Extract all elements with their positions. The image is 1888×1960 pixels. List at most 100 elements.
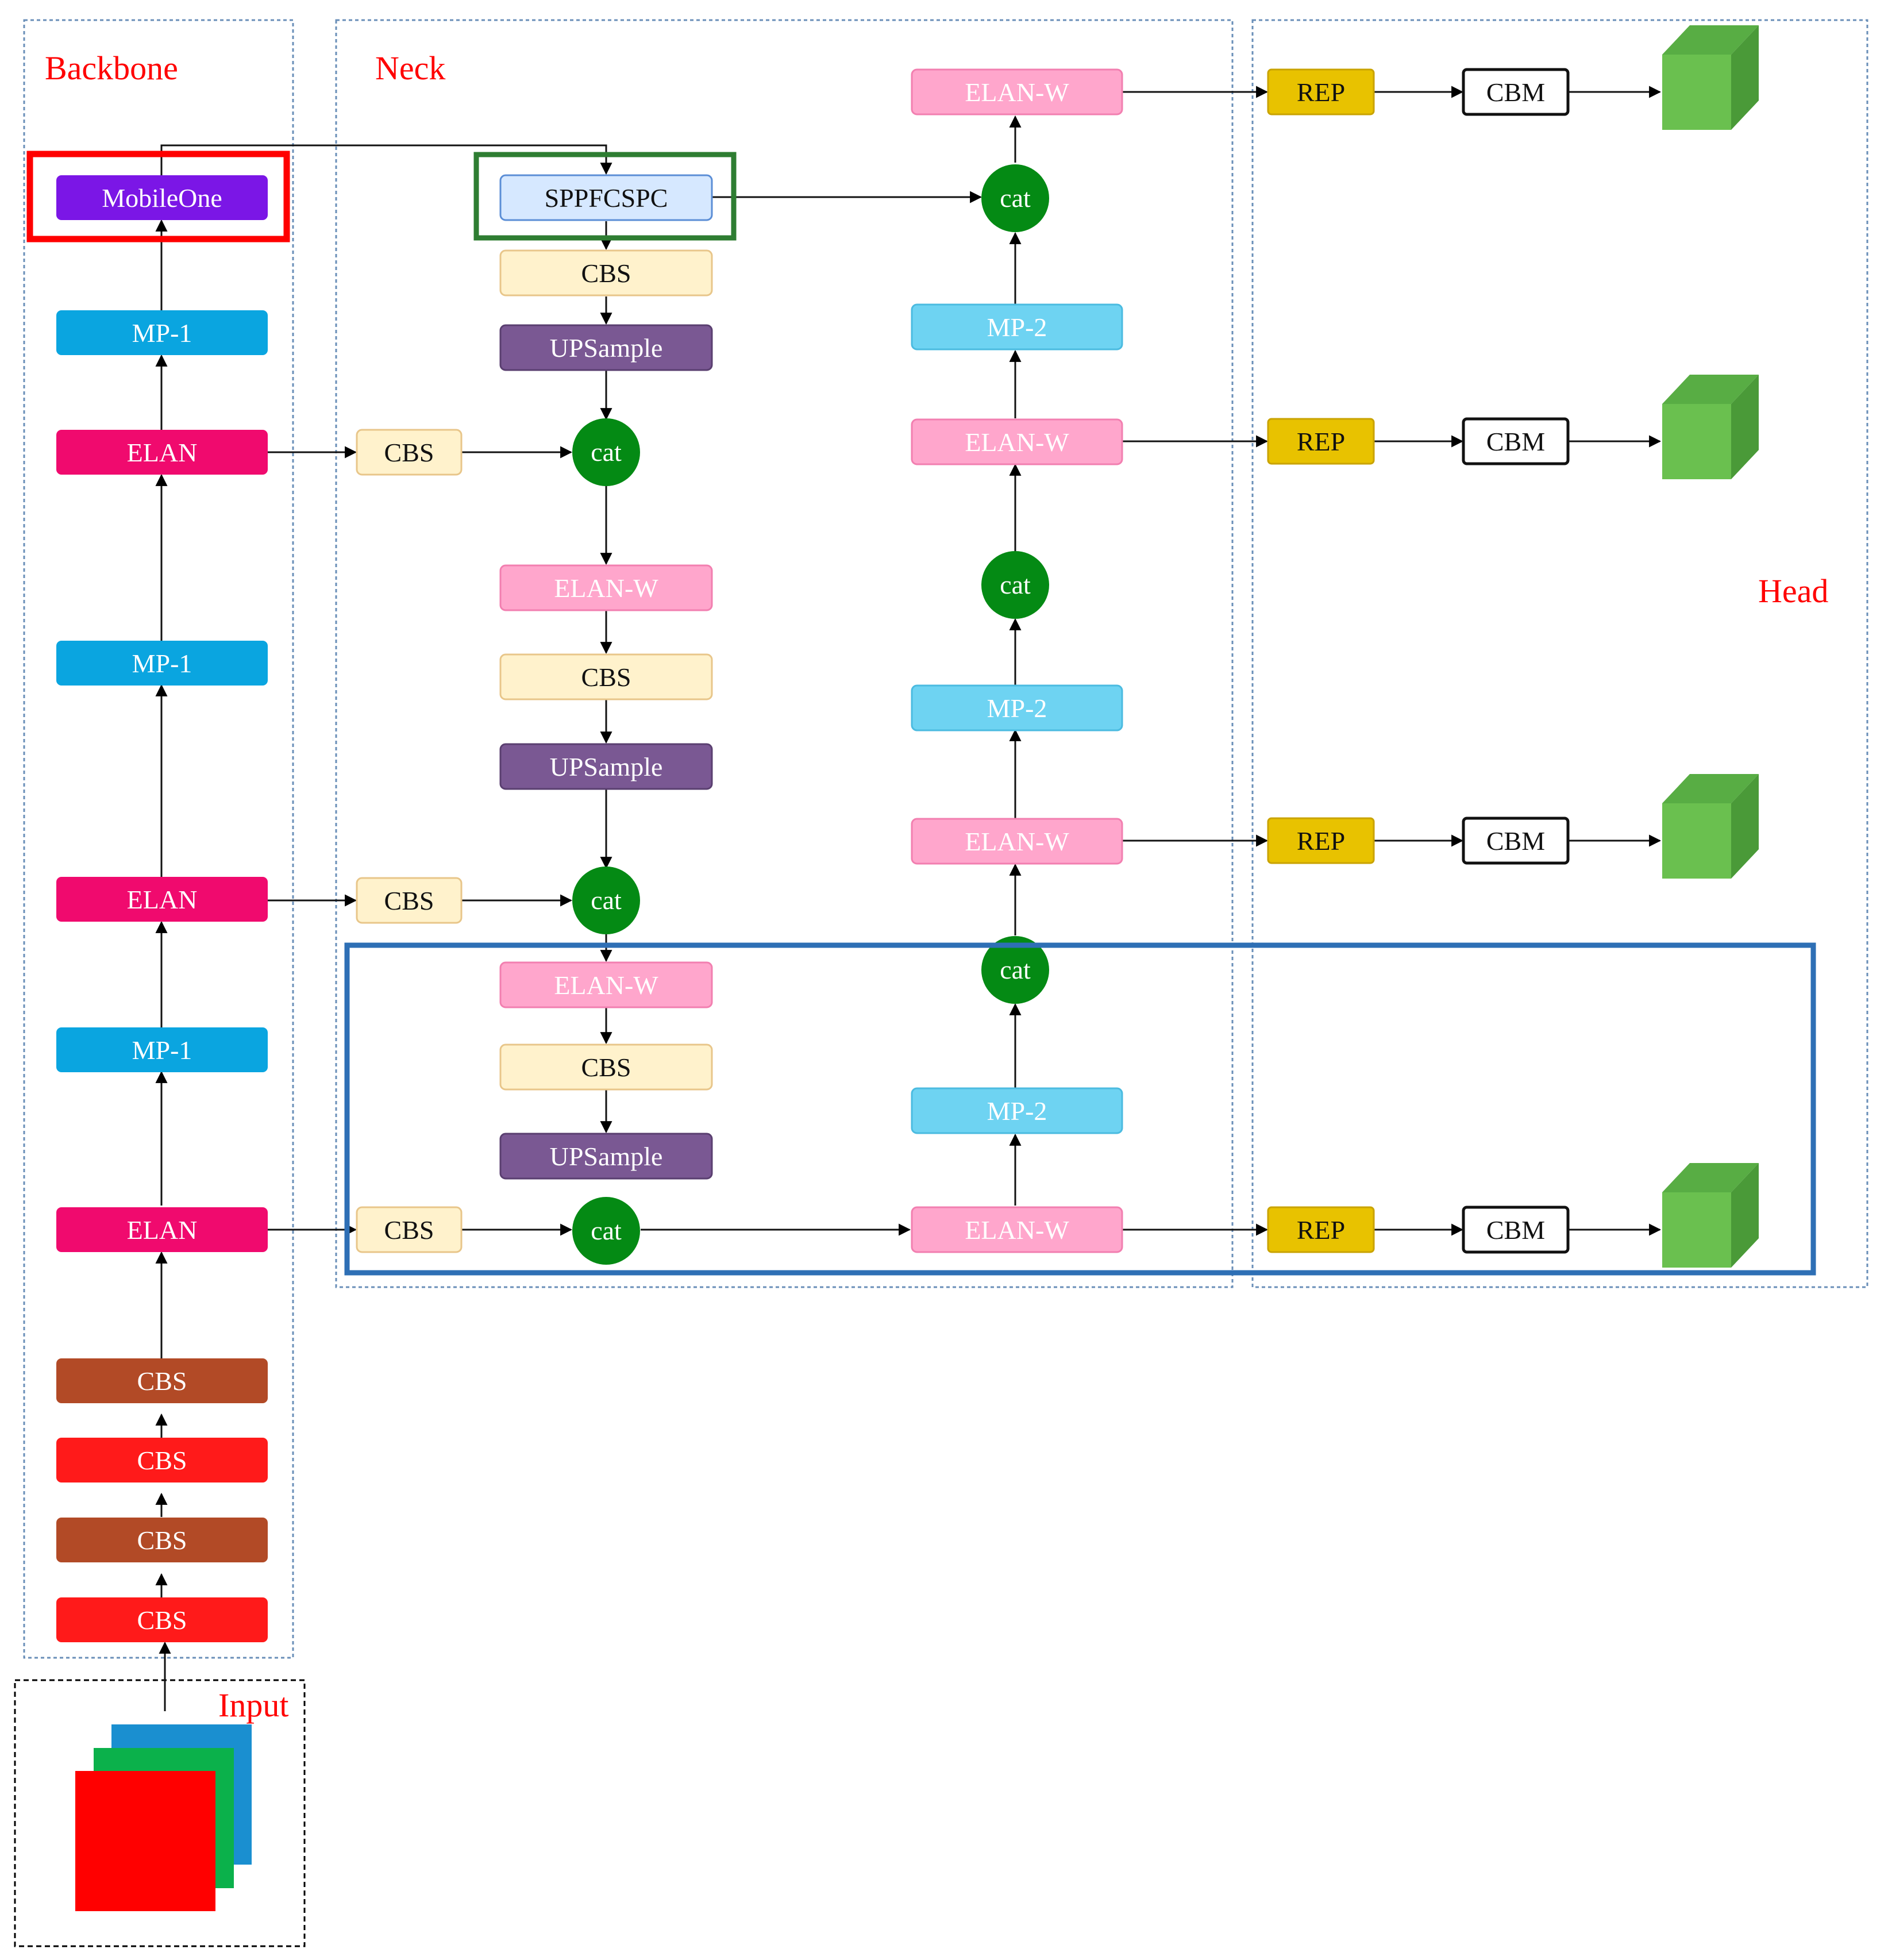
neck-cat-2-node: cat bbox=[572, 867, 640, 934]
block-label: MP-1 bbox=[132, 649, 192, 678]
input-image-stack bbox=[75, 1724, 252, 1911]
neck-frame bbox=[335, 19, 1234, 1288]
neck-right-mp2-2-block: MP-2 bbox=[911, 684, 1123, 731]
head-row-2: REP CBM bbox=[1267, 375, 1759, 479]
block-label: REP bbox=[1297, 78, 1345, 107]
backbone-label: Backbone bbox=[45, 49, 178, 87]
block-label: SPPFCSPC bbox=[545, 183, 668, 213]
neck-upsample-b-block: UPSample bbox=[499, 743, 713, 790]
neck-right-cat-3-node: cat bbox=[981, 936, 1049, 1004]
neck-side-cbs-1-block: CBS bbox=[356, 429, 463, 476]
head-rep-1-block: REP bbox=[1267, 68, 1375, 115]
block-label: CBS bbox=[581, 1053, 631, 1082]
neck-upsample-c-block: UPSample bbox=[499, 1133, 713, 1180]
block-label: CBM bbox=[1486, 1215, 1545, 1245]
block-label: UPSample bbox=[550, 333, 663, 363]
neck-sppfcspc-block: SPPFCSPC bbox=[499, 174, 713, 221]
block-label: CBS bbox=[384, 438, 434, 467]
backbone-mobileone-block: MobileOne bbox=[56, 175, 268, 220]
head-rep-2-block: REP bbox=[1267, 418, 1375, 465]
block-label: ELAN bbox=[127, 1215, 198, 1245]
block-label: ELAN-W bbox=[965, 827, 1069, 856]
neck-right-cat-2-node: cat bbox=[981, 551, 1049, 619]
neck-cat-3-node: cat bbox=[572, 1197, 640, 1265]
block-label: CBS bbox=[137, 1366, 187, 1396]
block-label: CBM bbox=[1486, 427, 1545, 456]
block-label: CBS bbox=[581, 663, 631, 692]
backbone-mp1-mid-block: MP-1 bbox=[56, 641, 268, 686]
block-label: MobileOne bbox=[102, 183, 222, 213]
block-label: ELAN bbox=[127, 438, 198, 467]
node-label: cat bbox=[591, 885, 622, 915]
block-label: ELAN-W bbox=[965, 78, 1069, 107]
node-label: cat bbox=[591, 1216, 622, 1245]
head-output-cube-1-icon bbox=[1662, 25, 1759, 130]
block-label: CBS bbox=[384, 886, 434, 915]
head-output-cube-4-icon bbox=[1662, 1163, 1759, 1268]
backbone-cbs-4-block: CBS bbox=[56, 1597, 268, 1642]
node-label: cat bbox=[1000, 183, 1031, 213]
block-label: ELAN-W bbox=[554, 573, 658, 603]
block-label: CBM bbox=[1486, 826, 1545, 856]
neck-elanw-2-block: ELAN-W bbox=[499, 961, 713, 1008]
head-cbm-1-block: CBM bbox=[1462, 68, 1570, 116]
head-row-4: REP CBM bbox=[1267, 1163, 1759, 1268]
neck-cbs-b-block: CBS bbox=[499, 653, 713, 700]
neck-right-elanw-2-block: ELAN-W bbox=[911, 418, 1123, 465]
connectors bbox=[155, 86, 1662, 1711]
sppfcspc-highlight-box bbox=[473, 152, 737, 241]
mobileone-highlight-box bbox=[26, 151, 290, 242]
block-label: ELAN-W bbox=[554, 971, 658, 1000]
head-cbm-3-block: CBM bbox=[1462, 817, 1570, 865]
block-label: CBS bbox=[384, 1215, 434, 1245]
small-object-branch-highlight-box bbox=[344, 942, 1816, 1276]
block-label: REP bbox=[1297, 427, 1345, 456]
head-output-cube-3-icon bbox=[1662, 774, 1759, 879]
block-label: MP-2 bbox=[987, 1096, 1047, 1126]
head-cbm-2-block: CBM bbox=[1462, 417, 1570, 465]
neck-side-cbs-3-block: CBS bbox=[356, 1206, 463, 1253]
block-label: ELAN-W bbox=[965, 1215, 1069, 1245]
neck-label: Neck bbox=[375, 49, 445, 87]
block-label: MP-2 bbox=[987, 694, 1047, 723]
neck-right-mp2-3-block: MP-2 bbox=[911, 1087, 1123, 1134]
backbone-cbs-1-block: CBS bbox=[56, 1358, 268, 1403]
block-label: UPSample bbox=[550, 752, 663, 781]
block-label: CBM bbox=[1486, 78, 1545, 107]
head-rep-4-block: REP bbox=[1267, 1206, 1375, 1253]
head-frame bbox=[1251, 19, 1868, 1288]
block-label: CBS bbox=[581, 259, 631, 288]
head-cbm-4-block: CBM bbox=[1462, 1206, 1570, 1254]
node-label: cat bbox=[1000, 570, 1031, 599]
block-label: ELAN bbox=[127, 885, 198, 914]
backbone-mp1-top-block: MP-1 bbox=[56, 310, 268, 355]
neck-right-elanw-3-block: ELAN-W bbox=[911, 818, 1123, 865]
neck-side-cbs-2-block: CBS bbox=[356, 877, 463, 924]
node-label: cat bbox=[591, 437, 622, 467]
block-label: CBS bbox=[137, 1526, 187, 1555]
head-row-1: REP CBM bbox=[1267, 25, 1759, 130]
backbone-frame bbox=[23, 19, 294, 1659]
block-label: ELAN-W bbox=[965, 428, 1069, 457]
block-label: MP-1 bbox=[132, 318, 192, 348]
head-output-cube-2-icon bbox=[1662, 375, 1759, 479]
neck-elanw-1-block: ELAN-W bbox=[499, 564, 713, 611]
neck-right-elanw-bottom-block: ELAN-W bbox=[911, 1206, 1123, 1253]
backbone-mp1-low-block: MP-1 bbox=[56, 1027, 268, 1072]
block-label: CBS bbox=[137, 1446, 187, 1475]
block-label: UPSample bbox=[550, 1142, 663, 1171]
neck-right-elanw-top-block: ELAN-W bbox=[911, 68, 1123, 115]
input-frame bbox=[14, 1679, 306, 1947]
head-label: Head bbox=[1758, 572, 1828, 610]
head-rep-3-block: REP bbox=[1267, 817, 1375, 864]
block-label: MP-1 bbox=[132, 1035, 192, 1065]
block-label: REP bbox=[1297, 1215, 1345, 1245]
neck-right-mp2-1-block: MP-2 bbox=[911, 303, 1123, 351]
backbone-cbs-3-block: CBS bbox=[56, 1518, 268, 1562]
neck-cat-1-node: cat bbox=[572, 418, 640, 486]
backbone-elan-1-block: ELAN bbox=[56, 430, 268, 475]
input-label: Input bbox=[218, 1686, 288, 1724]
neck-upsample-a-block: UPSample bbox=[499, 324, 713, 371]
node-label: cat bbox=[1000, 955, 1031, 984]
